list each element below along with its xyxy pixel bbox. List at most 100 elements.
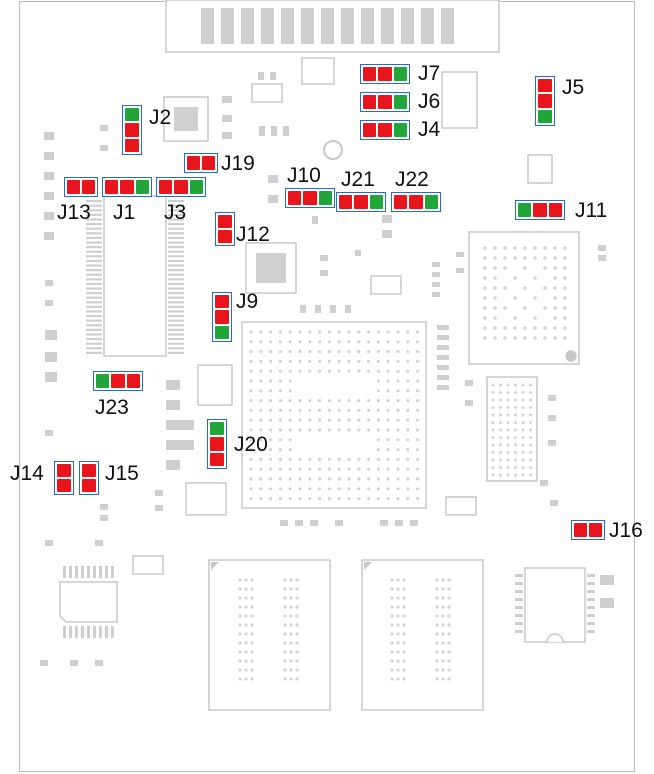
jumper-label: J13 xyxy=(57,201,91,224)
bga-ball xyxy=(238,614,242,618)
bga-ball xyxy=(396,487,400,491)
passive xyxy=(550,500,558,506)
bga-ball xyxy=(357,359,361,363)
jumper-j6[interactable] xyxy=(360,92,410,112)
bga-ball xyxy=(506,383,510,387)
jumper-j12[interactable] xyxy=(215,212,235,246)
ic-pin xyxy=(168,232,184,235)
jumper-j4[interactable] xyxy=(360,120,410,140)
jumper-j16[interactable] xyxy=(571,520,605,540)
jumper-j11[interactable] xyxy=(515,200,565,220)
ic-pin xyxy=(168,278,184,281)
bga-ball xyxy=(250,605,254,609)
bga-ball xyxy=(514,466,517,469)
bga-ball xyxy=(288,438,292,442)
bga-ball xyxy=(327,487,331,491)
jumper-j1[interactable] xyxy=(102,177,152,197)
bga-ball xyxy=(529,406,532,409)
bga-ball xyxy=(288,340,292,344)
bga-ball xyxy=(238,641,242,645)
bga-ball xyxy=(327,408,331,412)
bga-ball xyxy=(406,359,410,363)
passive xyxy=(465,380,473,386)
jumper-j20[interactable] xyxy=(207,419,227,469)
bga-ball xyxy=(295,605,299,609)
jumper-j2[interactable] xyxy=(122,105,142,155)
jumper-j15[interactable] xyxy=(79,461,99,495)
bga-ball xyxy=(513,246,517,250)
bga-ball xyxy=(483,306,487,310)
bga-ball xyxy=(521,466,525,469)
passive xyxy=(44,172,54,180)
bga-ball xyxy=(357,457,361,461)
passive xyxy=(437,325,449,330)
bga-ball xyxy=(553,306,557,310)
passive xyxy=(295,520,303,526)
bga-ball xyxy=(269,418,273,422)
ic-pin xyxy=(86,200,102,203)
jumper-pad-open xyxy=(218,215,232,228)
bga-ball xyxy=(386,497,390,501)
ic-pin xyxy=(515,598,523,601)
ic-pin xyxy=(168,351,184,354)
bga-ball xyxy=(259,359,263,363)
bga-ball xyxy=(278,330,282,334)
bga-ball xyxy=(543,326,547,330)
jumper-pad-open xyxy=(574,523,587,537)
jumper-j19[interactable] xyxy=(184,153,218,173)
bga-ball xyxy=(447,650,451,654)
qfn-chip-small xyxy=(163,96,209,142)
ic-pin xyxy=(515,582,523,585)
jumper-j23[interactable] xyxy=(93,371,143,391)
bga-ball xyxy=(533,326,537,330)
bga-ball xyxy=(295,641,299,645)
jumper-pad-pin1 xyxy=(189,180,203,194)
jumper-j9[interactable] xyxy=(212,292,232,342)
jumper-j21[interactable] xyxy=(336,192,386,212)
bga-ball xyxy=(441,587,445,591)
bga-ball xyxy=(483,336,487,340)
bga-ball xyxy=(441,659,445,663)
bga-ball xyxy=(514,413,517,417)
bga-ball xyxy=(483,256,487,260)
ddr-balls xyxy=(238,578,451,681)
ic-pin xyxy=(168,204,184,207)
bga-ball xyxy=(390,659,394,663)
bga-ball xyxy=(386,330,390,334)
bga-ball xyxy=(563,326,567,330)
bga-ball xyxy=(308,467,312,471)
bga-ball xyxy=(402,623,406,627)
jumper-pad-open xyxy=(378,123,392,137)
passive xyxy=(95,540,103,546)
bga-ball xyxy=(278,340,282,344)
ic-pin xyxy=(75,566,78,578)
bga-ball xyxy=(406,457,410,461)
bga-ball xyxy=(347,330,351,334)
passive xyxy=(548,415,556,421)
bga-ball xyxy=(390,632,394,636)
bga-ball xyxy=(386,457,390,461)
bga-ball xyxy=(396,389,400,393)
bga-ball xyxy=(514,406,517,409)
jumper-pad-open xyxy=(354,195,368,209)
bga-ball xyxy=(298,457,302,461)
bga-ball xyxy=(318,457,322,461)
bga-ball xyxy=(514,451,517,454)
ic-pin xyxy=(99,566,102,578)
bga-ball xyxy=(298,477,302,481)
bga-ball xyxy=(238,605,242,609)
jumper-j10[interactable] xyxy=(285,188,335,208)
jumper-j14[interactable] xyxy=(54,461,74,495)
jumper-j7[interactable] xyxy=(360,64,410,84)
jumper-j13[interactable] xyxy=(64,177,98,197)
bga-ball xyxy=(514,421,517,424)
bga-ball xyxy=(523,306,527,310)
bga-ball xyxy=(250,596,254,600)
bga-ball xyxy=(406,497,410,501)
jumper-j3[interactable] xyxy=(156,177,206,197)
jumper-j22[interactable] xyxy=(391,192,441,212)
jumper-j5[interactable] xyxy=(535,76,555,126)
bga-ball xyxy=(435,596,439,600)
jumper-pad-pin1 xyxy=(135,180,149,194)
bga-ball xyxy=(357,428,361,432)
